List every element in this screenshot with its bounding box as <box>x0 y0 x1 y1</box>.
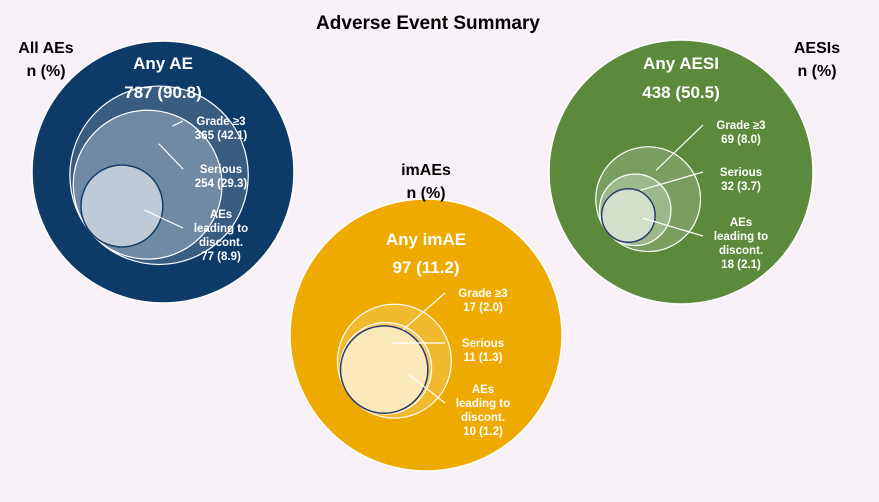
subset-value: 77 (8.9) <box>201 251 241 263</box>
main-label: Any AESI <box>643 54 719 73</box>
subset-value: 69 (8.0) <box>721 134 761 146</box>
subset-label: leading to <box>714 231 768 243</box>
group-label: All AEs <box>18 40 74 57</box>
subset-label: leading to <box>456 398 510 410</box>
group-label: imAEs <box>401 162 451 179</box>
chart-title: Adverse Event Summary <box>316 13 540 34</box>
subset-label: Grade ≥3 <box>458 288 507 300</box>
subset-value: 254 (29.3) <box>195 178 248 190</box>
group-label-unit: n (%) <box>797 63 836 80</box>
subset-label: Serious <box>200 164 242 176</box>
circle-group-2: Grade ≥3 69 (8.0) Serious 32 (3.7) AEs leadin… <box>549 40 813 304</box>
subset-label: Serious <box>462 338 504 350</box>
group-label-unit: n (%) <box>26 63 65 80</box>
main-label: Any imAE <box>386 230 466 249</box>
group-label: AESIs <box>794 40 840 57</box>
subset-label: AEs <box>472 384 494 396</box>
subset-label: discont. <box>719 245 763 257</box>
subset-label: Grade ≥3 <box>716 120 765 132</box>
subset-label: discont. <box>461 412 505 424</box>
subset-value: 11 (1.3) <box>464 352 503 364</box>
subset-value: 365 (42.1) <box>195 130 248 142</box>
subset-label: discont. <box>199 237 243 249</box>
subset-value: 17 (2.0) <box>463 302 503 314</box>
group-label-unit: n (%) <box>406 185 445 202</box>
subset-label: AEs <box>210 209 232 221</box>
circle-group-0: Grade ≥3 365 (42.1) Serious 254 (29.3) AEs le… <box>32 41 294 303</box>
main-label: Any AE <box>133 54 193 73</box>
main-value: 97 (11.2) <box>392 258 459 277</box>
subset-value: 18 (2.1) <box>721 259 761 271</box>
subset-label: AEs <box>730 217 752 229</box>
subset-value: 32 (3.7) <box>721 181 761 193</box>
main-value: 787 (90.8) <box>124 83 202 102</box>
subset-label: Grade ≥3 <box>196 116 245 128</box>
main-value: 438 (50.5) <box>642 83 720 102</box>
subset-label: Serious <box>720 167 762 179</box>
circle-group-1: Grade ≥3 17 (2.0) Serious 11 (1.3) AEs leadin… <box>290 199 562 471</box>
subset-label: leading to <box>194 223 248 235</box>
subset-value: 10 (1.2) <box>463 426 503 438</box>
